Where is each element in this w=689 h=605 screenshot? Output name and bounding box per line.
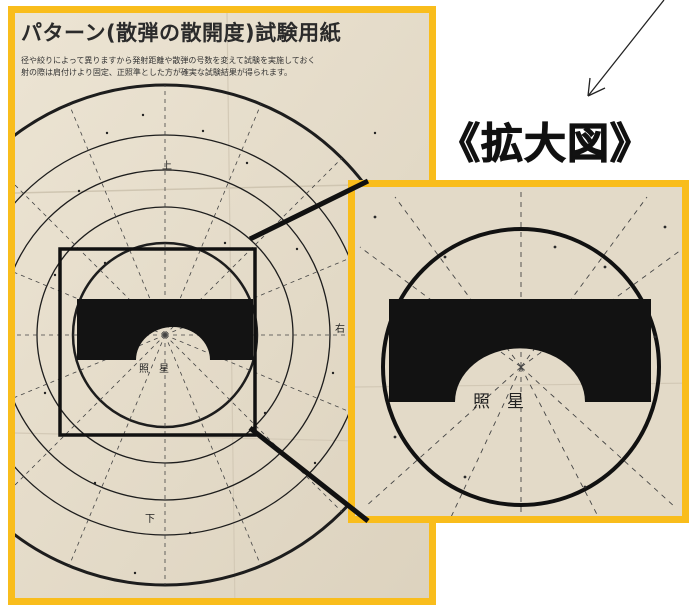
paper-title: パターン(散弾の散開度)試験用紙 xyxy=(21,21,342,45)
zoom-box-icon xyxy=(58,247,257,437)
zoom-label-sight: 照 星 xyxy=(473,392,524,412)
label-bottom: 下 xyxy=(145,514,155,525)
zoomed-photo: 照 星 xyxy=(348,180,689,523)
zoomed-target-drawing xyxy=(355,187,682,516)
label-top: 上 xyxy=(162,161,172,172)
label-right: 右 xyxy=(335,324,345,335)
label-sight: 照 星 xyxy=(139,364,169,375)
arrow-icon xyxy=(587,0,665,97)
enlarged-view-heading: 《拡大図》 xyxy=(438,119,654,169)
paper-note-1: 径や絞りによって異りますから発射距離や散弾の号数を変えて試験を実施しておく xyxy=(21,56,316,65)
paper-note-2: 射の際は肩付けより固定、正照準とした方が確実な試験結果が得られます。 xyxy=(21,68,293,77)
